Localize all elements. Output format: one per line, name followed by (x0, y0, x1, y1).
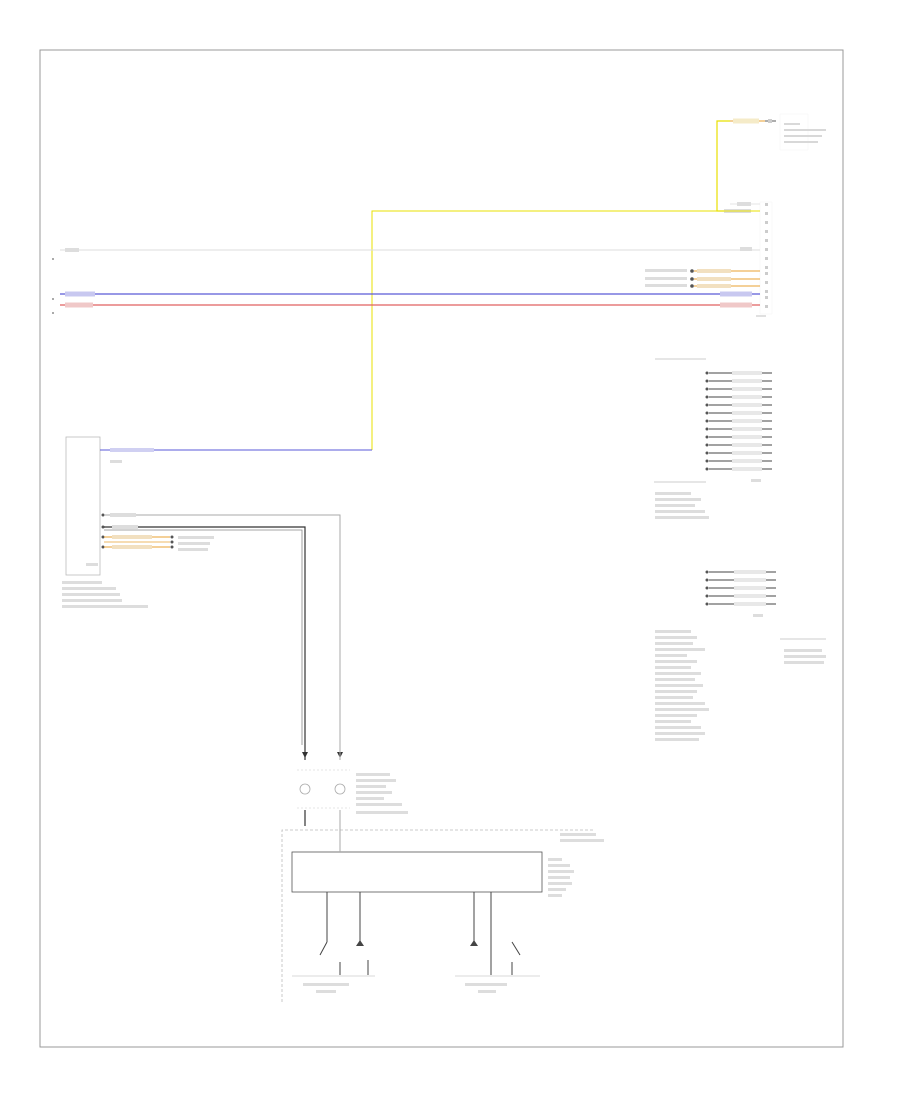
switch-module-box (291, 851, 543, 893)
left-module-box (65, 436, 101, 576)
wire-yellow-main (371, 210, 760, 450)
wire-black-module-2 (104, 529, 303, 745)
orange-wire-group-top (645, 269, 760, 288)
center-connector (297, 745, 408, 826)
main-harness (52, 248, 760, 314)
right-connector-block-1 (654, 358, 772, 519)
pin-marks (765, 203, 768, 308)
left-module (62, 436, 372, 745)
switch-module (281, 826, 604, 1002)
top-right-connector (716, 113, 826, 317)
diagram-frame (39, 49, 844, 1048)
wire-black-module-1 (104, 526, 306, 745)
wire-gray-module (104, 514, 341, 745)
wire-yellow-top-loop (716, 120, 730, 212)
right-connector-block-2 (655, 570, 826, 741)
